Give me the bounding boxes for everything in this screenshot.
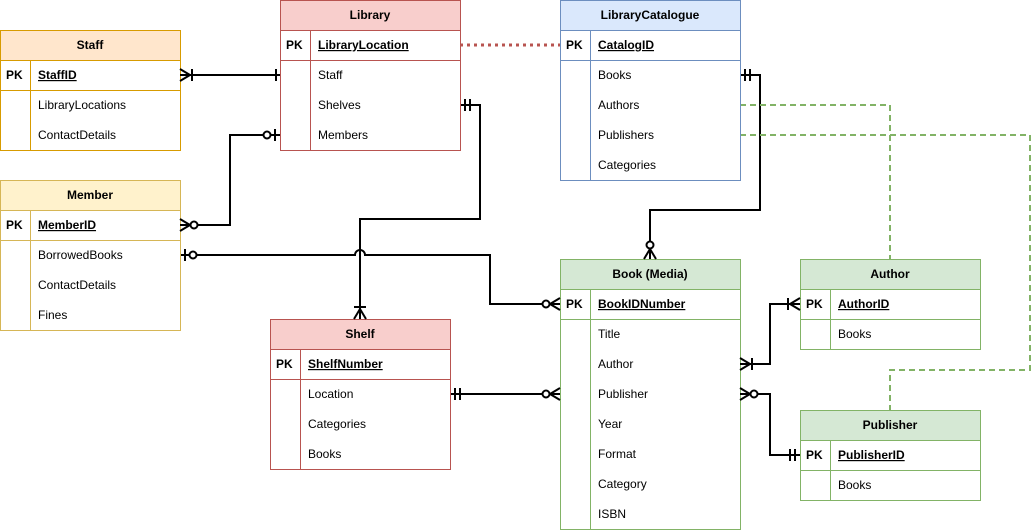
entity-title: Publisher <box>863 418 918 432</box>
staff-end-one-or-many-icon <box>179 68 193 82</box>
pk-label: PK <box>286 38 303 52</box>
shelf-end-one-or-many-icon <box>353 306 367 320</box>
primary-key-field: CatalogID <box>598 38 654 52</box>
entity-book-header <box>560 259 741 290</box>
entity-title: Shelf <box>345 327 375 341</box>
catalogue-end-exactly-one-icon <box>744 69 751 81</box>
entity-publisher-header <box>800 410 981 441</box>
pk-label: PK <box>806 448 823 462</box>
publisher-end-exactly-one-icon <box>789 449 796 461</box>
author-end-one-or-many-icon <box>787 297 801 311</box>
book-publisher-end-zero-or-many-icon <box>739 387 759 401</box>
pk-label: PK <box>276 357 293 371</box>
book-top-zero-or-many-icon <box>643 240 657 260</box>
entity-title: Author <box>870 267 910 281</box>
link-catalogue-publisher <box>740 134 1031 410</box>
entity-field: Category <box>598 477 647 491</box>
entity-field: Books <box>838 327 871 341</box>
link-catalogue-author <box>740 104 891 259</box>
pk-label: PK <box>806 297 823 311</box>
pk-label: PK <box>6 218 23 232</box>
entity-field: Authors <box>598 98 639 112</box>
entity-field: LibraryLocations <box>38 98 126 112</box>
link-catalogue-book <box>649 74 761 259</box>
entity-author-header <box>800 259 981 290</box>
book-end-zero-or-many-icon-2 <box>541 387 561 401</box>
entity-field: BorrowedBooks <box>38 248 123 262</box>
entity-field: Fines <box>38 308 67 322</box>
link-library-shelf <box>359 104 481 319</box>
entity-field: Books <box>838 478 871 492</box>
entity-title: Staff <box>77 38 105 52</box>
book-end-zero-or-many-icon <box>541 297 561 311</box>
primary-key-field: StaffID <box>38 68 77 82</box>
entity-title: LibraryCatalogue <box>601 8 700 22</box>
entity-field: Title <box>598 327 621 341</box>
pk-label: PK <box>6 68 23 82</box>
entity-field: Members <box>318 128 368 142</box>
entity-title: Library <box>350 8 391 22</box>
entity-field: Books <box>598 68 631 82</box>
primary-key-field: LibraryLocation <box>318 38 409 52</box>
link-book-author <box>740 303 800 365</box>
link-book-publisher <box>740 393 800 456</box>
link-member-book <box>180 249 560 305</box>
entity-field: ISBN <box>598 507 626 521</box>
primary-key-field: MemberID <box>38 218 96 232</box>
entity-field: Author <box>598 357 633 371</box>
entity-book[interactable]: Book (Media) PK BookIDNumberTitleAuthorPub… <box>560 259 741 530</box>
entity-field: Shelves <box>318 98 361 112</box>
pk-label: PK <box>566 38 583 52</box>
entity-field: Categories <box>598 158 656 172</box>
entity-field: Publisher <box>598 387 648 401</box>
entity-title: Member <box>67 188 113 202</box>
entity-field: ContactDetails <box>38 278 116 292</box>
entity-field: Format <box>598 447 637 461</box>
shelf-end-exactly-one-icon <box>454 388 461 400</box>
entity-field: Books <box>308 447 341 461</box>
entity-shelf-header <box>270 319 451 350</box>
cardinality-markers <box>179 68 801 461</box>
entity-field: Year <box>598 417 622 431</box>
entity-field: Publishers <box>598 128 654 142</box>
pk-label: PK <box>566 297 583 311</box>
library-end-zero-or-one-icon <box>262 129 276 141</box>
member-end-zero-or-one-icon <box>184 249 198 261</box>
entity-staff-header <box>0 30 181 61</box>
library-end-exactly-one-icon <box>464 99 471 111</box>
entity-catalogue-header <box>560 0 741 31</box>
primary-key-field: BookIDNumber <box>598 297 686 311</box>
entity-field: Categories <box>308 417 366 431</box>
entity-field: Location <box>308 387 353 401</box>
link-member-library <box>180 134 280 226</box>
primary-key-field: ShelfNumber <box>308 357 383 371</box>
relationship-lines <box>180 43 1031 456</box>
entity-title: Book (Media) <box>612 267 687 281</box>
primary-key-field: PublisherID <box>838 448 905 462</box>
book-author-end-one-or-many-icon <box>739 357 753 371</box>
entity-field: Staff <box>318 68 343 82</box>
entity-library-header <box>280 0 461 31</box>
member-end-zero-or-many-icon <box>179 218 199 232</box>
primary-key-field: AuthorID <box>838 297 890 311</box>
entity-member-header <box>0 180 181 211</box>
entity-field: ContactDetails <box>38 128 116 142</box>
